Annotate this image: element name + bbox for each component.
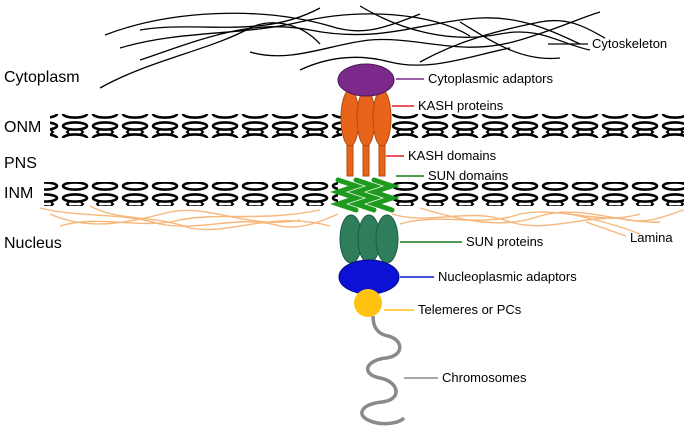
cytoskeleton-label: Cytoskeleton [592,36,667,51]
telemeres-label: Telemeres or PCs [418,302,522,317]
outer-nuclear-membrane-right [392,114,684,138]
lamina-leader [585,221,627,237]
kash-proteins-label: KASH proteins [418,98,504,113]
cytoplasm-label: Cytoplasm [4,69,80,86]
outer-nuclear-membrane-left [50,114,342,138]
cytoskeleton-filaments [99,5,606,89]
inm-label: INM [4,185,33,202]
inner-nuclear-membrane-left [44,182,338,206]
chromosomes-label: Chromosomes [442,370,527,385]
nucleus-label: Nucleus [4,235,62,252]
nucleoplasmic-adaptors-label: Nucleoplasmic adaptors [438,269,577,284]
sun-proteins-label: SUN proteins [466,234,544,249]
sun-domains-label: SUN domains [428,168,509,183]
pns-label: PNS [4,155,37,172]
kash-domains-label: KASH domains [408,148,497,163]
onm-label: ONM [4,119,41,136]
cytoplasmic-adaptor [337,63,395,97]
chromosome-strand [360,315,406,426]
lamina-label: Lamina [630,230,673,245]
kash-domains [346,143,386,177]
nucleoplasmic-adaptor [338,259,400,295]
lamina-filaments [39,205,685,235]
sun-domains [330,177,400,213]
kash-proteins [340,89,392,147]
cytoplasmic-adaptors-label: Cytoplasmic adaptors [428,71,553,86]
inner-nuclear-membrane-right [392,182,684,206]
telomere-circle [354,289,382,317]
sun-proteins [339,214,399,264]
